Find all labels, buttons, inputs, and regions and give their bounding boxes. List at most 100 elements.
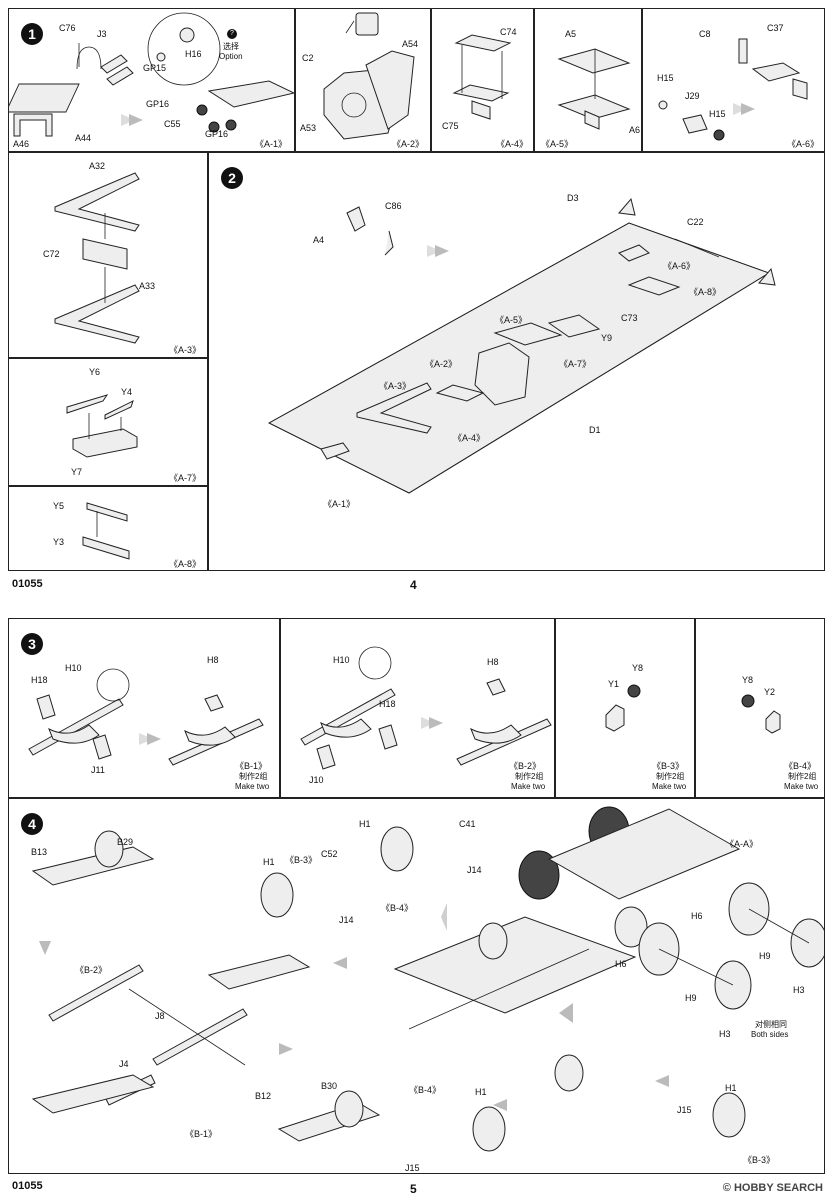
part-label-C73: C73 — [621, 313, 638, 323]
subassembly-label: 《A-7》 — [169, 473, 202, 483]
part-label-Y2: Y2 — [764, 687, 776, 697]
part-label-C75: C75 — [442, 121, 459, 131]
part-label-H15: H15 — [657, 73, 674, 83]
axle-assembly-drawing — [31, 806, 824, 1152]
part-label-D1: D1 — [589, 425, 601, 435]
part-label-H15: H15 — [709, 109, 726, 119]
subassembly-ref-A4: 《A-4》 — [453, 433, 486, 443]
part-label-C74: C74 — [500, 27, 517, 37]
step1-a2-panel: C2 A54 A53 《A-2》 — [295, 8, 431, 152]
part-label-H1: H1 — [475, 1087, 487, 1097]
subassembly-label: 《A-5》 — [541, 139, 574, 149]
subassembly-ref-A6: 《A-6》 — [663, 261, 696, 271]
instruction-page-4: 1 C76 J3 H16 GP15 ? 选择 Option GP16 C55 G… — [8, 8, 825, 592]
part-label-GP16: GP16 — [146, 99, 170, 109]
part-label-Y1: Y1 — [608, 679, 620, 689]
question-icon: ? — [227, 29, 237, 39]
part-label-A4: A4 — [313, 235, 325, 245]
a1-drawing — [9, 12, 294, 137]
part-label-GP15: GP15 — [143, 63, 167, 73]
b2-drawing — [300, 646, 552, 770]
part-label-J4: J4 — [119, 1059, 129, 1069]
step1-a5-panel: A5 A6 《A-5》 — [534, 8, 642, 152]
part-label-Y4: Y4 — [121, 387, 133, 397]
subassembly-label: 《B-3》 — [652, 761, 685, 771]
subassembly-ref-B2: 《B-2》 — [75, 965, 108, 975]
subassembly-label: 《A-4》 — [496, 139, 529, 149]
part-label-Y8: Y8 — [632, 663, 644, 673]
a2-drawing — [323, 12, 415, 140]
subassembly-ref-A1: 《A-1》 — [323, 499, 356, 509]
part-label-Y5: Y5 — [53, 501, 65, 511]
part-label-C55: C55 — [164, 119, 181, 129]
part-label-A33: A33 — [139, 281, 156, 291]
part-label-H1: H1 — [359, 819, 371, 829]
part-label-J15: J15 — [405, 1163, 420, 1173]
part-label-H6: H6 — [691, 911, 703, 921]
part-label-H8: H8 — [207, 655, 219, 665]
step2-panel: 2 C86 A4 D3 C22 《A-6》 《A-8 — [208, 152, 825, 571]
step-number-badge: 3 — [21, 633, 43, 655]
part-label-H9: H9 — [759, 951, 771, 961]
part-label-C52: C52 — [321, 849, 338, 859]
a7-drawing — [66, 394, 138, 458]
a4-drawing — [452, 34, 512, 120]
subassembly-ref-A8: 《A-8》 — [689, 287, 722, 297]
step-number-badge: 2 — [221, 167, 243, 189]
part-label-J15: J15 — [677, 1105, 692, 1115]
part-label-H1: H1 — [263, 857, 275, 867]
part-label-H8: H8 — [487, 657, 499, 667]
part-label-H3: H3 — [719, 1029, 731, 1039]
b1-drawing — [28, 668, 264, 766]
part-label-H16: H16 — [185, 49, 202, 59]
part-label-B13: B13 — [31, 847, 48, 857]
part-label-Y8: Y8 — [742, 675, 754, 685]
make-two-cn: 制作2组 — [656, 772, 685, 781]
make-two-en: Make two — [511, 782, 546, 791]
part-label-B30: B30 — [321, 1081, 338, 1091]
part-label-A54: A54 — [402, 39, 419, 49]
make-two-en: Make two — [652, 782, 687, 791]
part-label-J14: J14 — [339, 915, 354, 925]
step1-a4-panel: C74 C75 《A-4》 — [431, 8, 534, 152]
subassembly-ref-A3: 《A-3》 — [379, 381, 412, 391]
part-label-Y9: Y9 — [601, 333, 613, 343]
option-label-en: Option — [219, 52, 243, 61]
a8-panel: Y5 Y3 《A-8》 — [8, 486, 208, 571]
part-label-A44: A44 — [75, 133, 92, 143]
subassembly-label: 《A-6》 — [787, 139, 820, 149]
part-label-A46: A46 — [13, 139, 30, 149]
part-label-C72: C72 — [43, 249, 60, 259]
subassembly-ref-AA: 《A-A》 — [725, 839, 759, 849]
step3-b2-panel: H10 H18 J10 H8 《B-2》 制作2组 Make two — [280, 618, 555, 798]
subassembly-ref-B3: 《B-3》 — [285, 855, 318, 865]
make-two-cn: 制作2组 — [239, 772, 268, 781]
a6-drawing — [658, 38, 808, 141]
part-label-A5: A5 — [565, 29, 577, 39]
subassembly-ref-A7: 《A-7》 — [559, 359, 592, 369]
part-label-H10: H10 — [333, 655, 350, 665]
part-label-A53: A53 — [300, 123, 317, 133]
make-two-en: Make two — [235, 782, 270, 791]
subassembly-ref-B4: 《B-4》 — [381, 903, 414, 913]
part-label-Y7: Y7 — [71, 467, 83, 477]
subassembly-label: 《B-2》 — [509, 761, 542, 771]
subassembly-ref-B1: 《B-1》 — [185, 1129, 218, 1139]
a3-drawing — [54, 172, 140, 344]
page-number: 4 — [410, 578, 417, 592]
part-label-A32: A32 — [89, 161, 106, 171]
part-label-H9: H9 — [685, 993, 697, 1003]
part-label-C2: C2 — [302, 53, 314, 63]
subassembly-label: 《A-1》 — [255, 139, 288, 149]
subassembly-label: 《A-8》 — [169, 559, 202, 569]
chassis-frame-drawing — [267, 197, 776, 494]
part-label-J8: J8 — [155, 1011, 165, 1021]
subassembly-ref-A5: 《A-5》 — [495, 315, 528, 325]
part-label-C76: C76 — [59, 23, 76, 33]
a7-panel: Y6 Y4 Y7 《A-7》 — [8, 358, 208, 486]
part-label-C22: C22 — [687, 217, 704, 227]
part-label-H18: H18 — [31, 675, 48, 685]
part-label-B29: B29 — [117, 837, 134, 847]
subassembly-label: 《B-1》 — [235, 761, 268, 771]
subassembly-ref-B4: 《B-4》 — [409, 1085, 442, 1095]
